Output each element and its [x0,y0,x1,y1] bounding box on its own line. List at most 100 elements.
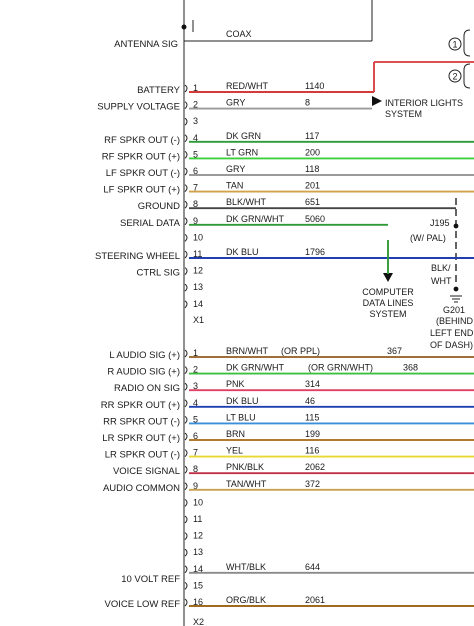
x1-circuit: 201 [305,181,320,191]
x1-circuit: 117 [305,131,319,141]
antenna-terminal [181,24,187,30]
g201-label: G201 [443,305,465,315]
x2-signal-label: LR SPKR OUT (+) [102,433,180,444]
x1-pin-number: 9 [193,216,198,226]
x1-pin-number: 5 [193,149,198,159]
x2-circuit: 46 [305,396,315,406]
x2-pin-bracket [184,366,188,374]
x1-pin-bracket [184,250,188,259]
x2-pin-bracket [184,465,188,474]
x1-pin-number: 13 [193,282,203,292]
x1-wire-color: GRY [226,164,245,174]
x1-pin-number: 11 [193,249,202,259]
x1-circuit: 1796 [305,247,325,257]
x1-pin-bracket [184,217,188,226]
x1-pin-bracket [184,200,188,209]
x1-pin-number: 14 [193,299,203,309]
x2-pin-bracket [184,565,188,574]
x2-circuit: 2062 [305,462,325,472]
svg-text:2: 2 [452,72,457,82]
x2-pin-bracket [184,482,188,491]
x2-pin-number: 14 [193,564,203,574]
x2-signal-label: AUDIO COMMON [103,483,180,494]
x2-pin-10: 10 [184,497,203,507]
blkwht-sub: WHT [431,276,452,286]
x1-pin-11: 11 DK BLU 1796 [184,247,474,259]
j195-label: J195 [430,218,450,228]
x2-signal-label: RR SPKR OUT (+) [101,400,180,411]
x2-pin-number: 10 [193,497,203,507]
x2-circuit: 116 [305,446,319,456]
x2-wire-color: TAN/WHT [226,479,267,489]
x2-pin-number: 5 [193,414,198,424]
x2-circuit: 199 [305,429,320,439]
x2-pin-bracket [184,349,188,358]
x1-wire-color: DK GRN [226,131,261,141]
x2-pin-15: 15 [184,580,203,590]
x2-signal-label: VOICE SIGNAL [113,466,180,477]
x1-signal-label: SERIAL DATA [120,218,181,229]
antenna-label: ANTENNA SIG [114,39,178,50]
x2-wire-color: BRN/WHT [226,346,268,356]
x1-pin-bracket [184,184,188,192]
x2-wire-color: ORG/BLK [226,595,266,605]
x1-pin-10: 10 [184,232,203,242]
x1-circuit: 651 [305,197,320,207]
x1-pin-number: 6 [193,166,198,176]
x2-circuit: 368 [403,363,418,373]
x1-pin-bracket [184,151,188,159]
interior-lights-label: INTERIOR LIGHTS [385,98,463,108]
j195-sub: (W/ PAL) [410,233,446,243]
interior-lights-sub: SYSTEM [385,109,422,119]
x1-signal-label: RF SPKR OUT (-) [104,135,180,146]
x2-pin-bracket [184,399,188,408]
x2-pin-12: 12 [184,531,203,541]
x1-pin-bracket [184,117,188,126]
circle-callout-2: 2 [448,69,462,83]
blkwht-label: BLK/ [431,263,451,273]
x2-pin-number: 8 [193,464,198,474]
x1-signal-label: GROUND [138,201,180,212]
x1-circuit: 1140 [305,81,324,91]
x1-pin-14: 14 [184,299,203,309]
x2-wire-color: DK GRN/WHT [226,363,284,373]
x1-wire-color: DK BLU [226,247,259,257]
x2-pin-bracket [184,449,188,457]
x1-pin-number: 3 [193,116,198,126]
x2-circuit: 314 [305,379,320,389]
x2-circuit: 2061 [305,595,325,605]
interior-lights-arrow [372,96,382,106]
x1-pin-bracket [184,234,188,242]
x1-signal-label: STEERING WHEEL [95,251,180,262]
x1-pin-number: 12 [193,266,203,276]
svg-text:1: 1 [452,40,457,50]
x1-signal-label: LF SPKR OUT (-) [106,168,180,179]
x2-wire-alt: (OR PPL) [281,346,320,356]
x2-pin-bracket [184,598,188,607]
bracket-lower [463,63,471,89]
x2-signal-label: 10 VOLT REF [121,574,180,585]
x2-circuit: 644 [305,562,320,572]
x2-pin-bracket [184,416,188,424]
x2-pin-bracket [184,548,188,557]
x1-pin-bracket [184,267,188,275]
x1-wire-color: BLK/WHT [226,197,267,207]
x2-signal-label: VOICE LOW REF [105,599,181,610]
x1-wire-color: TAN [226,181,243,191]
x1-pin-13: 13 [184,282,203,292]
x1-pin-bracket [184,134,188,143]
x2-pin-bracket [184,432,188,441]
x2-pin-bracket [184,515,188,524]
g201-line2: (BEHIND [436,316,474,326]
x1-pin-3: 3 [184,116,198,126]
